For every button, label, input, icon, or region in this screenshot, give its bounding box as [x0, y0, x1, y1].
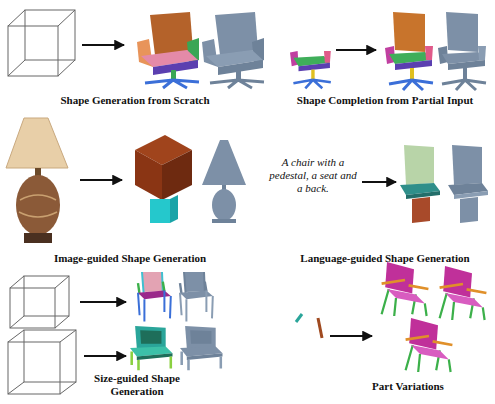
partial-chair [293, 80, 330, 89]
panel-caption: Shape Completion from Partial Input [297, 94, 473, 107]
colored-lamp [162, 150, 192, 200]
colored-lamp [135, 150, 162, 200]
arrow [362, 181, 396, 183]
prompt-text: A chair with a pedestal, a seat and a ba… [267, 156, 359, 195]
wireframe-cube [8, 10, 75, 76]
colored-chair [137, 12, 199, 88]
lamp-photo [19, 195, 57, 217]
wireframe-cube [10, 276, 69, 328]
lamp-photo [24, 233, 52, 243]
grey-chair [180, 272, 213, 322]
colored-lamp [170, 195, 178, 223]
arrow [82, 44, 124, 46]
part-pieces [296, 314, 322, 338]
colored-lamp [135, 135, 192, 223]
lamp-photo [6, 118, 68, 243]
grey-chair [180, 326, 223, 370]
grey-lamp [212, 219, 236, 223]
panel-caption: Shape Generation from Scratch [60, 94, 209, 107]
wireframe-cube [24, 330, 76, 382]
wireframe-cube [8, 10, 75, 76]
colored-chair [138, 272, 171, 322]
partial-chair [290, 51, 331, 88]
lamp-photo [6, 118, 68, 168]
colored-chair [400, 145, 440, 223]
wireframe-cube [10, 276, 69, 328]
partial-chair [311, 70, 314, 80]
grey-lamp [202, 140, 246, 223]
colored-chair [406, 318, 453, 372]
arrow [330, 335, 372, 337]
panel-caption: Language-guided Shape Generation [300, 252, 469, 265]
grey-lamp [212, 189, 236, 221]
lamp-photo [16, 175, 60, 235]
panel-caption: Size-guided Shape Generation [78, 372, 196, 398]
arrow [336, 49, 376, 51]
grey-lamp [202, 140, 246, 185]
wireframe-cube [8, 342, 60, 394]
part-pieces [318, 318, 322, 338]
grey-chair [448, 145, 488, 223]
grey-chair [202, 12, 264, 88]
partial-chair [324, 51, 331, 63]
part-pieces [296, 314, 302, 322]
colored-chair [385, 12, 433, 90]
arrow [80, 301, 126, 303]
arrow [84, 355, 126, 357]
wireframe-cube [8, 330, 76, 394]
grey-chair [438, 12, 486, 90]
panel-caption: Part Variations [372, 380, 444, 393]
arrow [80, 179, 122, 181]
wireframe-cube [8, 330, 76, 394]
colored-chair [440, 266, 487, 320]
colored-lamp [150, 199, 170, 223]
colored-chair [130, 326, 173, 370]
panel-caption: Image-guided Shape Generation [54, 252, 206, 265]
colored-chair [382, 262, 429, 316]
